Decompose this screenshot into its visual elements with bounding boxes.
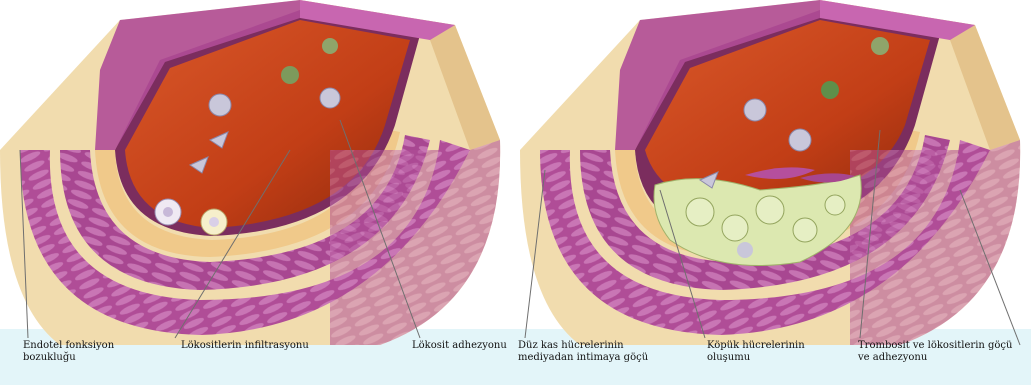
artery-right (520, 0, 1020, 345)
label-platelet-leukocyte-migration: Trombosit ve lökositlerin göçü ve adhezy… (858, 340, 1012, 364)
label-foam-cell-formation: Köpük hücrelerinin oluşumu (707, 340, 805, 364)
label-leukocyte-infiltration: Lökositlerin infiltrasyonu (181, 340, 309, 352)
label-endothelial-dysfunction: Endotel fonksiyon bozukluğu (23, 340, 114, 364)
artery-left (0, 0, 500, 345)
label-smooth-muscle-migration: Düz kas hücrelerinin mediyadan intimaya … (518, 340, 648, 364)
label-leukocyte-adhesion: Lökosit adhezyonu (412, 340, 507, 352)
